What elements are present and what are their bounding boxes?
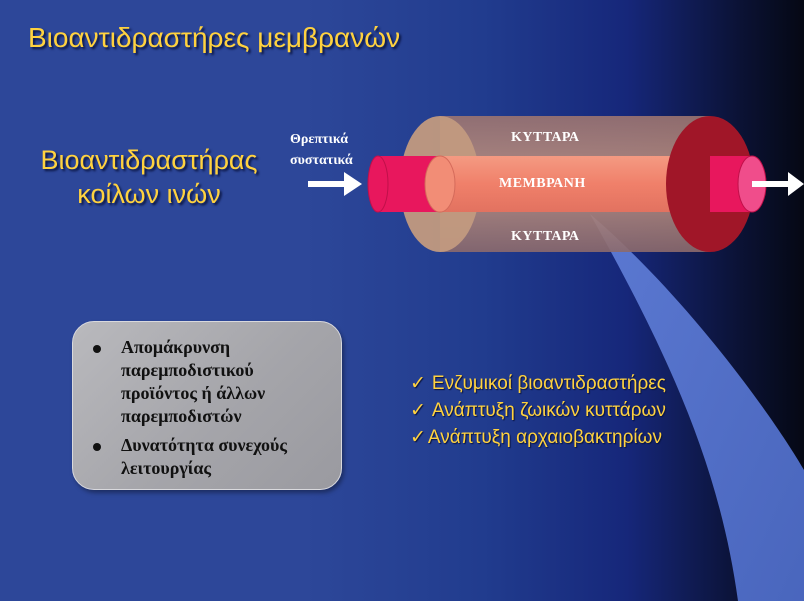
left-inner-end xyxy=(378,156,440,212)
subtitle-line: κοίλων ινών xyxy=(77,179,221,209)
membrane-label: ΜΕΜΒΡΑΝΗ xyxy=(499,176,586,191)
subtitle-line: Βιοαντιδραστήρας xyxy=(40,145,258,175)
list-item-text: Δυνατότητα συνεχούς λειτουργίας xyxy=(121,435,287,478)
list-item: ✓Ανάπτυξη αρχαιοβακτηρίων xyxy=(410,424,666,451)
arrow-right-icon xyxy=(752,172,804,196)
cells-top-label: ΚΥΤΤΑΡΑ xyxy=(511,130,580,145)
bullet-icon xyxy=(93,443,101,451)
advantages-box: Απομάκρυνση παρεμποδιστικού προϊόντος ή … xyxy=(72,321,342,490)
check-icon: ✓ xyxy=(410,400,426,421)
list-item: Απομάκρυνση παρεμποδιστικού προϊόντος ή … xyxy=(93,336,331,428)
slide-title: Βιοαντιδραστήρες μεμβρανών xyxy=(28,22,401,53)
list-item-text: Ανάπτυξη αρχαιοβακτηρίων xyxy=(427,427,662,448)
list-item-text: Απομάκρυνση παρεμποδιστικού προϊόντος ή … xyxy=(121,337,266,426)
list-item-text: Ανάπτυξη ζωικών κυττάρων xyxy=(431,400,666,421)
inlet-label: Θρεπτικά συστατικά xyxy=(290,129,380,171)
cells-bottom-label: ΚΥΤΤΑΡΑ xyxy=(511,229,580,244)
membrane-tube-front xyxy=(424,155,456,213)
left-inner-end-face xyxy=(367,155,389,213)
slide-subtitle: Βιοαντιδραστήρας κοίλων ινών xyxy=(14,143,284,211)
light-beam xyxy=(590,214,804,601)
inlet-label-line: Θρεπτικά xyxy=(290,132,349,147)
list-item: ✓Ενζυμικοί βιοαντιδραστήρες xyxy=(410,370,666,397)
membrane-tube xyxy=(440,156,710,212)
applications-list: ✓Ενζυμικοί βιοαντιδραστήρες ✓Ανάπτυξη ζω… xyxy=(410,370,666,451)
arrow-right-icon xyxy=(308,172,362,196)
advantages-list: Απομάκρυνση παρεμποδιστικού προϊόντος ή … xyxy=(73,322,341,480)
bullet-icon xyxy=(93,345,101,353)
check-icon: ✓ xyxy=(410,373,426,394)
check-icon: ✓ xyxy=(410,427,426,448)
list-item: ✓Ανάπτυξη ζωικών κυττάρων xyxy=(410,397,666,424)
inlet-label-line: συστατικά xyxy=(290,153,353,168)
list-item: Δυνατότητα συνεχούς λειτουργίας xyxy=(93,434,331,480)
list-item-text: Ενζυμικοί βιοαντιδραστήρες xyxy=(431,373,666,394)
